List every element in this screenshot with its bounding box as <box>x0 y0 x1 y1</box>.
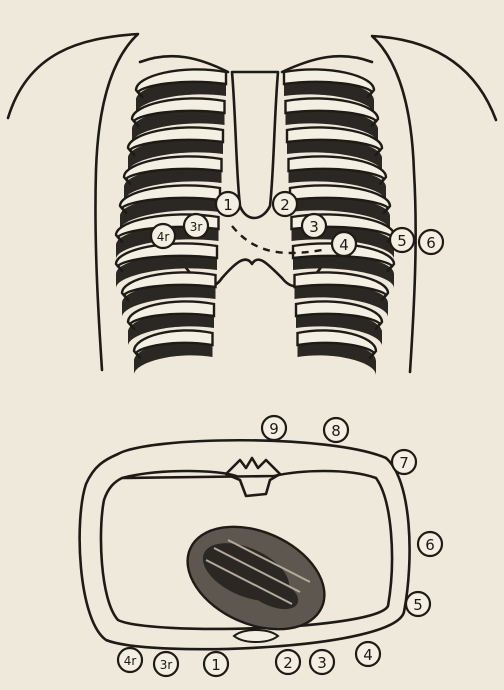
section-electrode-6-label: 6 <box>425 536 435 554</box>
section-electrode-1-label: 1 <box>211 656 221 674</box>
section-electrode-4r-label: 4r <box>124 654 137 668</box>
chest-electrode-5: 5 <box>390 228 414 252</box>
section-electrode-8-label: 8 <box>331 422 341 440</box>
section-electrode-8: 8 <box>324 418 348 442</box>
section-electrode-4: 4 <box>356 642 380 666</box>
section-electrode-3-label: 3 <box>317 654 327 672</box>
ribs-left <box>116 69 226 375</box>
section-electrode-7: 7 <box>392 450 416 474</box>
section-electrode-2-label: 2 <box>283 654 293 672</box>
section-electrode-6: 6 <box>418 532 442 556</box>
section-electrode-2: 2 <box>276 650 300 674</box>
chest-electrode-6-label: 6 <box>426 234 436 252</box>
sternum <box>232 72 278 218</box>
torso-outline-left <box>8 34 138 370</box>
section-electrode-9: 9 <box>262 416 286 440</box>
chest-electrode-4-label: 4 <box>339 236 349 254</box>
chest-electrode-2: 2 <box>273 192 297 216</box>
chest-electrode-3r-label: 3r <box>190 220 203 234</box>
xiphoid-notch <box>222 260 282 278</box>
section-electrode-9-label: 9 <box>269 420 279 438</box>
chest-electrode-6: 6 <box>419 230 443 254</box>
section-electrode-3: 3 <box>310 650 334 674</box>
cross-section-figure <box>80 440 410 649</box>
chest-electrode-5-label: 5 <box>397 232 407 250</box>
chest-electrode-1: 1 <box>216 192 240 216</box>
section-electrode-4r: 4r <box>118 648 142 672</box>
sternum-cross-section <box>234 630 278 642</box>
section-electrode-1: 1 <box>204 652 228 676</box>
chest-electrode-4r-label: 4r <box>157 230 170 244</box>
chest-electrode-3-label: 3 <box>309 218 319 236</box>
section-electrode-5: 5 <box>406 592 430 616</box>
chest-electrode-1-label: 1 <box>223 196 233 214</box>
chest-electrode-3r: 3r <box>184 214 208 238</box>
ribs-right <box>284 69 394 375</box>
chest-electrode-4: 4 <box>332 232 356 256</box>
torso-figure <box>8 34 496 375</box>
section-electrode-4-label: 4 <box>363 646 373 664</box>
section-electrode-7-label: 7 <box>399 454 409 472</box>
section-electrode-3r: 3r <box>154 652 178 676</box>
chest-electrode-2-label: 2 <box>280 196 290 214</box>
chest-electrode-4r: 4r <box>151 224 175 248</box>
section-electrode-3r-label: 3r <box>160 658 173 672</box>
chest-electrode-3: 3 <box>302 214 326 238</box>
section-electrode-5-label: 5 <box>413 596 423 614</box>
